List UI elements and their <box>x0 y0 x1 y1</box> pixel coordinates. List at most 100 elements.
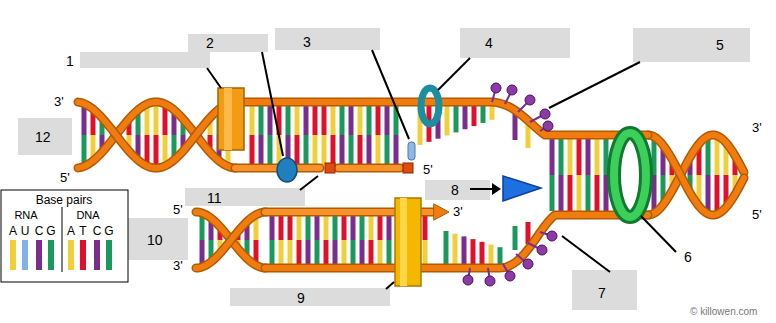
label-box <box>572 270 637 310</box>
base-bar <box>250 135 255 165</box>
ssb-protein <box>491 83 501 93</box>
base-bar <box>322 105 327 135</box>
base-bar <box>595 139 600 175</box>
primase-triangle <box>503 176 541 201</box>
base-bar <box>268 135 273 165</box>
base-bar <box>145 107 150 135</box>
strand-end: 3' <box>453 205 463 218</box>
base-bar <box>279 240 284 265</box>
base-bar <box>324 240 329 265</box>
primer-fragment <box>325 163 335 173</box>
base-bar <box>313 135 318 165</box>
callout-number: 11 <box>207 191 222 205</box>
label-box <box>122 218 188 260</box>
base-bar <box>706 139 711 175</box>
label-box <box>188 34 268 52</box>
base-bar <box>471 239 476 265</box>
callout-number: 6 <box>684 250 692 264</box>
base-bar <box>490 105 495 120</box>
base-bar <box>513 226 518 250</box>
helix-strand <box>648 135 744 215</box>
leader-lines <box>207 50 676 289</box>
base-bar <box>423 215 428 240</box>
label-box <box>230 288 390 306</box>
parental-strand <box>265 215 648 268</box>
watermark: © killowen.com <box>690 307 757 317</box>
base-bar <box>360 240 365 265</box>
base-bar <box>145 135 150 163</box>
base-bar <box>259 135 264 165</box>
helix-strand <box>196 212 266 268</box>
label-box <box>275 28 380 50</box>
legend-letter: A <box>9 225 17 237</box>
base-bar <box>333 240 338 265</box>
ssb-proteins <box>463 83 557 286</box>
legend-swatch <box>10 240 16 270</box>
base-bar <box>163 135 168 163</box>
leader-line <box>372 50 409 139</box>
base-bar <box>82 107 87 135</box>
base-bar <box>306 240 311 265</box>
base-bar <box>715 175 720 211</box>
base-bar <box>369 215 374 240</box>
base-bar <box>349 105 354 135</box>
base-bar <box>444 231 449 265</box>
proteins <box>218 88 646 286</box>
helix-strand <box>78 102 236 168</box>
legend-swatch <box>36 240 42 270</box>
callout-number: 2 <box>206 36 214 50</box>
base-bar <box>376 105 381 135</box>
helix-strand <box>196 212 266 268</box>
legend-swatch <box>48 240 54 270</box>
base-bar <box>387 240 392 265</box>
base-bar <box>568 175 573 211</box>
base-bar <box>349 135 354 165</box>
base-bar <box>387 215 392 240</box>
legend-letter: G <box>46 225 55 237</box>
base-bar <box>472 105 477 126</box>
ssb-protein <box>540 109 550 119</box>
base-bar <box>268 105 273 135</box>
ssb-protein <box>485 276 495 286</box>
base-bar <box>489 245 494 266</box>
leader-line <box>562 236 610 272</box>
base-bar <box>306 215 311 240</box>
ssb-protein <box>547 231 557 241</box>
helix-strand <box>648 135 744 215</box>
base-bar <box>559 175 564 211</box>
base-bar <box>304 105 309 135</box>
base-bar <box>358 105 363 135</box>
base-bar <box>200 216 205 240</box>
base-bar <box>385 105 390 135</box>
strand-end: 3' <box>54 95 64 108</box>
base-bar <box>322 135 327 165</box>
base-bar <box>367 135 372 165</box>
legend-swatch <box>22 240 28 270</box>
ssb-protein <box>543 121 553 131</box>
base-bar <box>423 240 428 265</box>
label-box <box>460 28 570 58</box>
rna-primer <box>408 142 415 160</box>
helicase-ring <box>614 133 646 217</box>
base-bar <box>376 135 381 165</box>
base-bar <box>331 135 336 165</box>
base-bar <box>351 215 356 240</box>
base-bar <box>288 215 293 240</box>
base-bar <box>463 105 468 129</box>
base-bar <box>445 105 450 136</box>
base-bar <box>358 135 363 165</box>
base-bar <box>513 114 518 140</box>
legend-swatch <box>68 240 74 270</box>
helix-strand <box>196 212 266 268</box>
base-bar <box>550 139 555 175</box>
ligase-block <box>218 88 244 150</box>
base-bar <box>295 135 300 165</box>
base-bar <box>351 240 356 265</box>
base-bar <box>331 105 336 135</box>
base-bar <box>340 135 345 165</box>
leader-line <box>470 188 492 190</box>
callout-number: 4 <box>485 36 493 50</box>
polymerase-oval <box>277 158 297 182</box>
base-bar <box>297 240 302 265</box>
